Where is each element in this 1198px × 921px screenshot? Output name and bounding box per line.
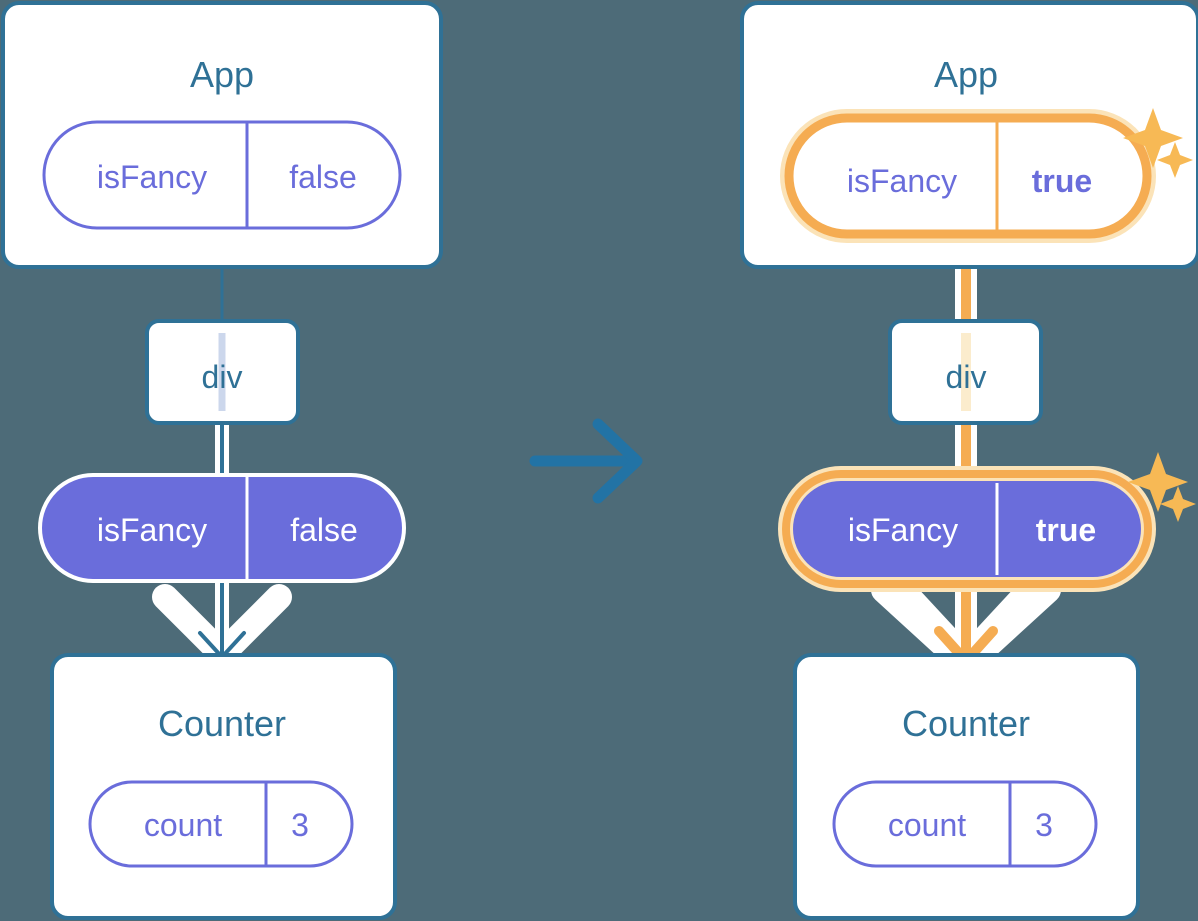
prop-pill-before[interactable]: isFancy false [38, 473, 406, 583]
prop-pill-highlight-inner-after [782, 470, 1152, 588]
panel-before: App isFancy false div isFancy fals [1, 1, 443, 920]
app-state-pill-key-after: isFancy [847, 163, 957, 199]
prop-pill-value-before: false [290, 512, 358, 548]
app-state-pill-value-after: true [1032, 163, 1092, 199]
prop-pill-shape-after [793, 481, 1141, 577]
sparkle-icon-prop-after [1128, 452, 1196, 522]
counter-state-pill-shape-before [88, 780, 354, 868]
counter-title-after: Counter [902, 703, 1030, 744]
div-title-after: div [946, 359, 987, 395]
counter-state-pill-value-after: 3 [1035, 807, 1053, 843]
counter-state-pill-shape-after [832, 780, 1098, 868]
counter-state-pill-key-after: count [888, 807, 966, 843]
app-state-pill-before[interactable]: isFancy false [42, 120, 402, 230]
prop-pill-after[interactable]: isFancy true [778, 466, 1156, 592]
transition-arrow [529, 418, 643, 504]
app-state-pill-shape-before [42, 120, 402, 230]
div-box-after[interactable]: div [888, 319, 1043, 425]
app-state-pill-highlight-inner-after [784, 113, 1152, 239]
sparkle-icon-app-after [1123, 108, 1193, 178]
counter-state-pill-before[interactable]: count 3 [88, 780, 354, 868]
app-title-before: App [190, 54, 254, 95]
counter-title-before: Counter [158, 703, 286, 744]
div-box-before[interactable]: div [145, 319, 300, 425]
prop-pill-key-before: isFancy [97, 512, 207, 548]
prop-pill-value-after: true [1036, 512, 1096, 548]
counter-state-pill-value-before: 3 [291, 807, 309, 843]
prop-pill-key-after: isFancy [848, 512, 958, 548]
panel-after: App isFancy true div [740, 1, 1198, 920]
app-title-after: App [934, 54, 998, 95]
div-title-before: div [202, 359, 243, 395]
app-state-pill-after[interactable]: isFancy true [780, 109, 1156, 243]
prop-pill-shape-before [38, 473, 406, 583]
app-state-pill-key-before: isFancy [97, 159, 207, 195]
counter-state-pill-key-before: count [144, 807, 222, 843]
app-state-pill-value-before: false [289, 159, 357, 195]
counter-state-pill-after[interactable]: count 3 [832, 780, 1098, 868]
